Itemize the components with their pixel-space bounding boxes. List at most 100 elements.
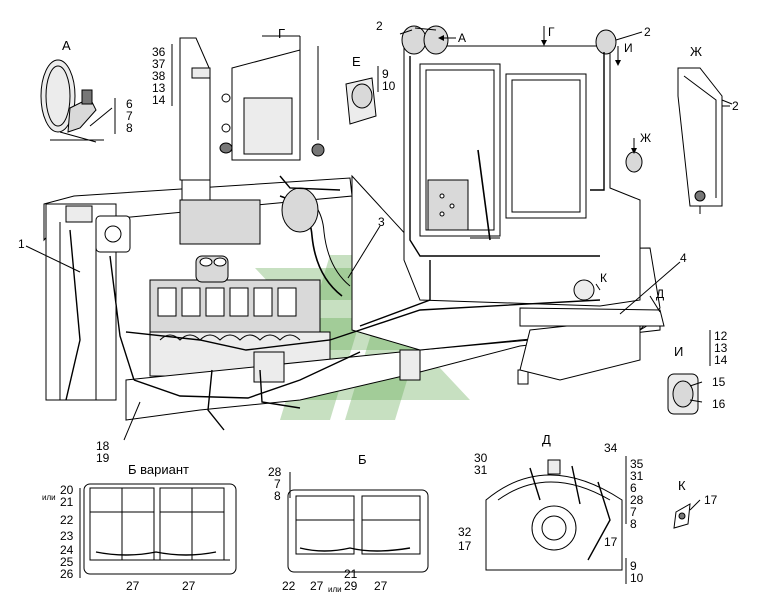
arrow-g-label: Г: [548, 25, 555, 39]
view-i-lamp: [667, 330, 711, 415]
engine-rear-view-d: [485, 456, 627, 584]
callout-17-dl: 17: [458, 539, 472, 553]
callout-25: 25: [60, 555, 74, 569]
stack-b-bottom: 22 27 или 21 29 27: [282, 567, 388, 594]
label-view-zh: Ж: [690, 44, 702, 59]
callout-31: 31: [474, 463, 488, 477]
view-zh-panel: [677, 67, 730, 214]
callout-30: 30: [474, 451, 488, 465]
callout-37: 37: [152, 57, 166, 71]
arrow-i-label: И: [624, 41, 633, 55]
callout-35: 35: [630, 457, 644, 471]
stack-g-list: 36 37 38 13 14: [152, 45, 166, 107]
callout-17-k: 17: [704, 493, 718, 507]
callout-8: 8: [126, 121, 133, 135]
stack-b-variant-left: 20 или 21 22 23 24 25 26: [42, 483, 74, 581]
stack-e-list: 9 10: [382, 67, 396, 93]
label-view-b: Б: [358, 452, 367, 467]
battery-box-b: [287, 472, 429, 573]
label-view-d: Д: [542, 432, 551, 447]
callout-3: 3: [378, 215, 385, 229]
callout-2-panel: 2: [732, 99, 739, 113]
callout-ili-2: или: [328, 585, 342, 594]
cab-structure: [359, 25, 665, 327]
callout-13: 13: [152, 81, 166, 95]
callout-31-d: 31: [630, 469, 644, 483]
callout-21: 21: [60, 495, 74, 509]
callout-26: 26: [60, 567, 74, 581]
callout-9: 9: [382, 67, 389, 81]
callout-19: 19: [96, 451, 110, 465]
callout-9-d: 9: [630, 559, 637, 573]
callout-15: 15: [712, 375, 726, 389]
view-labels: А Г Е Ж И К Д Б Б вариант: [62, 26, 702, 493]
callout-18: 18: [96, 439, 110, 453]
stack-d-top-left: 30 31: [474, 451, 488, 477]
callout-14: 14: [152, 93, 166, 107]
callout-14-i: 14: [714, 353, 728, 367]
callout-27-bv-a: 27: [126, 579, 140, 593]
battery-box-variant: [79, 483, 237, 578]
leader-lines: [25, 26, 733, 511]
main-wiring-harness: [65, 175, 601, 431]
arrow-zh-label: Ж: [640, 131, 651, 145]
stack-b-left: 28 7 8: [268, 465, 282, 503]
view-e-lamp: [345, 66, 379, 125]
callout-8-d: 8: [630, 517, 637, 531]
callout-27-bv-b: 27: [182, 579, 196, 593]
callout-20: 20: [60, 483, 74, 497]
view-a-headlight: [40, 59, 116, 143]
stack-b-variant-bottom: 27 27: [126, 579, 196, 593]
stack-d-left-bottom: 32 17: [458, 525, 472, 553]
view-g-mast: [171, 35, 325, 181]
callout-6-d: 6: [630, 481, 637, 495]
callout-7: 7: [126, 109, 133, 123]
callout-36: 36: [152, 45, 166, 59]
callout-21-b: 21: [344, 567, 358, 581]
callout-17-d: 17: [604, 535, 618, 549]
callout-8-b: 8: [274, 489, 281, 503]
view-k-connector: [673, 503, 691, 529]
stack-a-list: 6 7 8: [126, 97, 133, 135]
label-view-i: И: [674, 344, 683, 359]
callout-10: 10: [382, 79, 396, 93]
callout-34: 34: [604, 441, 618, 455]
callout-16: 16: [712, 397, 726, 411]
callout-29: 29: [344, 579, 358, 593]
callout-2-roof-left: 2: [376, 19, 383, 33]
callout-12: 12: [714, 329, 728, 343]
callout-6: 6: [126, 97, 133, 111]
callout-28-d: 28: [630, 493, 644, 507]
engine-cylinders: [157, 287, 297, 317]
stack-i-list: 12 13 14: [714, 329, 728, 367]
callout-numbers: 1 2 2 2 3 4 15 16 17: [18, 19, 739, 507]
callout-1: 1: [18, 237, 25, 251]
label-view-a: А: [62, 38, 71, 53]
label-view-g: Г: [278, 26, 285, 41]
label-view-e: Е: [352, 54, 361, 69]
callout-27-b-a: 27: [310, 579, 324, 593]
arrow-a-label: А: [458, 31, 466, 45]
callout-22-b: 22: [282, 579, 296, 593]
label-view-b-variant: Б вариант: [128, 462, 189, 477]
callout-27-b-b: 27: [374, 579, 388, 593]
callout-32: 32: [458, 525, 472, 539]
callout-2-roof-right: 2: [644, 25, 651, 39]
label-view-k: К: [678, 478, 686, 493]
arrow-d-label: Д: [656, 287, 664, 301]
stack-d-right: 34 35 31 6 28 7 8 17: [604, 441, 644, 549]
arrow-k-label: К: [600, 271, 607, 285]
arrow-letters: А Г И Ж К Д: [458, 25, 664, 301]
callout-38: 38: [152, 69, 166, 83]
callout-10-d: 10: [630, 571, 644, 585]
stack-bottom-left: 18 19: [96, 439, 110, 465]
stack-d-bottom-right: 9 10: [630, 559, 644, 585]
callout-7-b: 7: [274, 477, 281, 491]
callout-23: 23: [60, 529, 74, 543]
callout-13-i: 13: [714, 341, 728, 355]
callout-4: 4: [680, 251, 687, 265]
callout-7-d: 7: [630, 505, 637, 519]
callout-ili-1: или: [42, 493, 56, 502]
